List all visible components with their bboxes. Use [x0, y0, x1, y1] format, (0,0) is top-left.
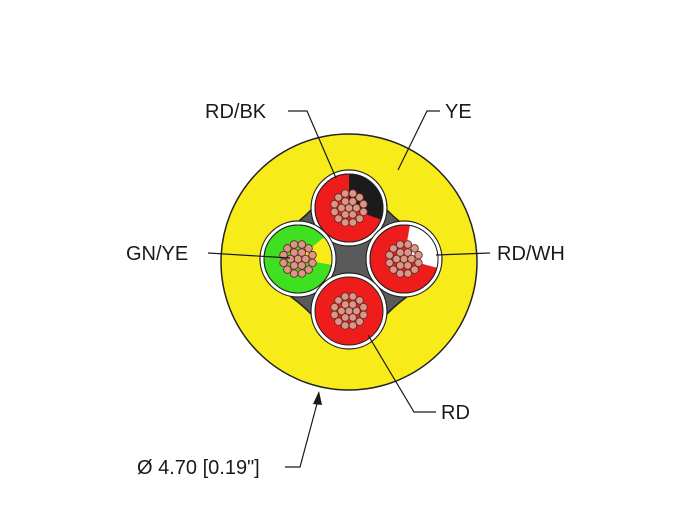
conductor-strand	[337, 203, 346, 213]
conductor-strand	[340, 292, 350, 301]
diameter-arrowhead	[313, 391, 322, 405]
conductor-strand	[283, 265, 292, 274]
conductor-strand	[410, 244, 419, 253]
conductor-strand	[348, 197, 358, 206]
conductor-strand	[348, 210, 358, 219]
conductor-strand	[297, 248, 307, 257]
conductor-strand	[304, 244, 313, 253]
label-ye: YE	[445, 101, 472, 123]
conductor-strand	[330, 199, 339, 209]
conductor-strand	[330, 207, 339, 217]
conductor-strand	[410, 265, 419, 274]
core-rd	[310, 272, 388, 350]
conductor-strand	[355, 193, 364, 202]
conductor-strand	[304, 265, 313, 274]
conductor-strand	[359, 302, 368, 312]
conductor-strand	[340, 321, 350, 330]
conductor-strand	[340, 189, 350, 198]
conductor-strand	[340, 218, 350, 227]
leader-ye	[397, 110, 440, 171]
label-rd-bk: RD/BK	[205, 101, 267, 123]
conductor-strand	[334, 317, 343, 326]
core-rd-wh	[365, 220, 443, 298]
conductor-strand	[403, 248, 413, 257]
conductor-strand	[297, 240, 307, 249]
label-gn-ye: GN/YE	[126, 243, 188, 265]
conductor-strand	[355, 214, 364, 223]
conductor-strand	[348, 313, 358, 322]
conductor-strand	[334, 296, 343, 305]
conductor-strand	[414, 250, 423, 260]
conductor-strand	[348, 292, 358, 301]
leader-rd	[367, 334, 436, 413]
conductor-strand	[341, 197, 350, 206]
conductor-strand	[355, 296, 364, 305]
conductor-strand	[403, 269, 413, 278]
conductor-strand	[407, 254, 416, 264]
conductor-strand	[396, 248, 405, 257]
conductor-strand	[348, 189, 358, 198]
conductor-strand	[403, 261, 413, 270]
conductor-strand	[334, 193, 343, 202]
conductor-strand	[334, 214, 343, 223]
conductor-strand	[348, 218, 358, 227]
label-rd-wh: RD/WH	[497, 243, 565, 265]
conductor-strand	[389, 265, 398, 274]
leader-rd-wh	[435, 252, 491, 256]
leader-rd-bk	[288, 110, 337, 179]
conductor-strand	[395, 269, 405, 278]
conductor-strand	[308, 250, 317, 260]
leader-gn-ye	[207, 252, 291, 259]
conductor-strand	[385, 258, 394, 268]
conductor-strand	[395, 240, 405, 249]
conductor-strand	[301, 254, 310, 264]
core-insulation-outline	[369, 224, 439, 294]
conductor-strand	[289, 269, 299, 278]
label-rd: RD	[441, 402, 470, 424]
conductor-strand	[286, 254, 295, 264]
conductor-strand	[290, 248, 299, 257]
conductor-strand	[348, 300, 358, 309]
label-diameter: Ø 4.70 [0.19"]	[137, 457, 260, 479]
leader-diameter	[285, 399, 319, 468]
conductor-strand	[355, 317, 364, 326]
conductor-strand	[352, 203, 361, 213]
conductor-strand	[330, 302, 339, 312]
core-rd-bk	[310, 169, 388, 247]
conductor-strand	[352, 306, 361, 316]
conductor-strand	[297, 261, 307, 270]
conductor-strand	[289, 240, 299, 249]
core-insulation-outline	[314, 173, 384, 243]
conductor-strand	[330, 310, 339, 320]
conductor-strand	[359, 199, 368, 209]
conductor-strand	[279, 258, 288, 268]
conductor-strand	[283, 244, 292, 253]
conductor-strand	[337, 306, 346, 316]
core-insulation-outline	[263, 224, 333, 294]
conductor-strand	[392, 254, 401, 264]
conductor-strand	[385, 250, 394, 260]
conductor-strand	[389, 244, 398, 253]
conductor-strand	[341, 300, 350, 309]
conductor-strand	[348, 321, 358, 330]
conductor-strand	[297, 269, 307, 278]
core-gn-ye	[259, 220, 337, 298]
conductor-strand	[403, 240, 413, 249]
